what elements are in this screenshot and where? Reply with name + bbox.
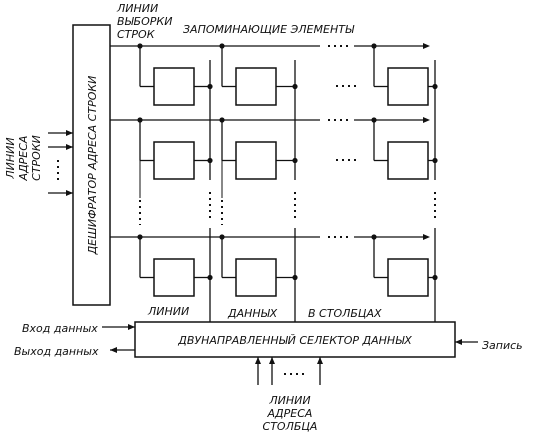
data-out-arrowhead [110, 347, 117, 353]
data-out-label: Выход данных [14, 345, 99, 358]
storage-cell-r2-c2 [235, 141, 277, 180]
storage-cell-r2-c1 [153, 141, 195, 180]
storage-cell-r1-c1 [153, 67, 195, 106]
row-address-label-line3: СТРОКИ [30, 135, 43, 181]
storage-cell-r3-c2 [235, 258, 277, 297]
write-arrowhead [455, 339, 462, 345]
diagram-structure [48, 43, 478, 385]
row-select-label-line3: СТРОК [117, 28, 156, 41]
column-address-label-line2: АДРЕСА [267, 407, 313, 420]
data-selector-label: ДВУНАПРАВЛЕННЫЙ СЕЛЕКТОР ДАННЫХ [177, 334, 412, 347]
row-select-line-3-arrowhead [423, 234, 430, 240]
row-address-label-line2: АДРЕСА [17, 136, 30, 182]
storage-cell-r2-c3 [387, 141, 429, 180]
row-address-input-3-arrowhead [66, 190, 73, 196]
column-address-lines-label: ЛИНИИ АДРЕСА СТОЛБЦА [263, 394, 318, 433]
row-address-input-2-arrowhead [66, 144, 73, 150]
column-address-label-line3: СТОЛБЦА [263, 420, 318, 433]
column-data-label-word1: ЛИНИИ [147, 305, 189, 318]
column-address-label-line1: ЛИНИИ [268, 394, 310, 407]
storage-cell-r3-c3 [387, 258, 429, 297]
storage-cell-r1-c2 [235, 67, 277, 106]
row-select-line-2-arrowhead [423, 117, 430, 123]
column-data-label-word2: ДАННЫХ [227, 307, 278, 320]
row-select-label-line2: ВЫБОРКИ [117, 15, 172, 28]
row-address-input-1-arrowhead [66, 130, 73, 136]
row-select-line-1-arrowhead [423, 43, 430, 49]
storage-cell-r3-c1 [153, 258, 195, 297]
column-address-input-2-arrowhead [269, 357, 275, 364]
write-label: Запись [482, 339, 523, 352]
data-in-arrowhead [128, 324, 135, 330]
column-address-input-1-arrowhead [255, 357, 261, 364]
row-select-label-line1: ЛИНИИ [116, 2, 158, 15]
row-address-lines-label: ЛИНИИ АДРЕСА СТРОКИ [4, 135, 43, 181]
data-selector-block [134, 321, 456, 358]
column-data-label-word3: В СТОЛБЦАХ [308, 307, 382, 320]
row-address-label-line1: ЛИНИИ [4, 137, 17, 179]
storage-cell-r1-c3 [387, 67, 429, 106]
row-select-lines-label: ЛИНИИ ВЫБОРКИ СТРОК [116, 2, 172, 41]
data-in-label: Вход данных [22, 322, 98, 335]
storage-elements-label: ЗАПОМИНАЮЩИЕ ЭЛЕМЕНТЫ [183, 23, 355, 36]
row-decoder-label: ДЕШИФРАТОР АДРЕСА СТРОКИ [86, 76, 99, 256]
column-address-input-3-arrowhead [317, 357, 323, 364]
row-decoder-block [72, 24, 111, 306]
